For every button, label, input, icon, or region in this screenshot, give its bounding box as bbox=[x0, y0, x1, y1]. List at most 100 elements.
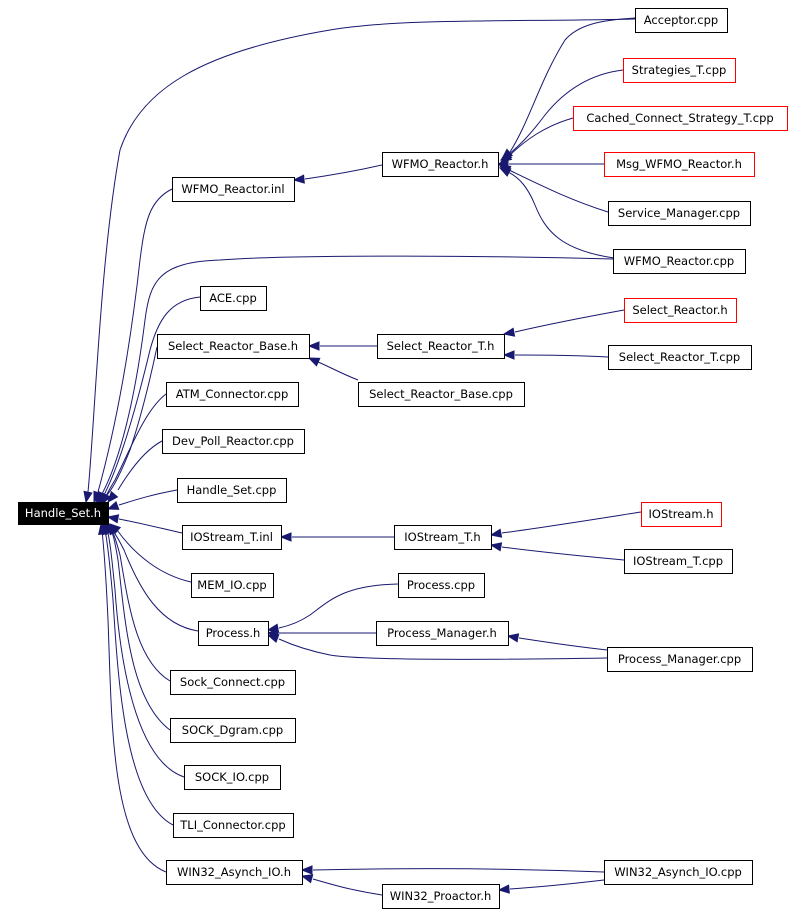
node-service-manager-cpp[interactable]: Service_Manager.cpp bbox=[608, 201, 751, 226]
edge-line bbox=[117, 440, 163, 491]
arrowhead-icon bbox=[107, 490, 119, 504]
node-strategies-t-cpp[interactable]: Strategies_T.cpp bbox=[623, 58, 736, 83]
node-select-reactor-h[interactable]: Select_Reactor.h bbox=[624, 298, 737, 323]
node-box bbox=[608, 345, 752, 370]
edge-line bbox=[118, 489, 178, 506]
node-process-cpp[interactable]: Process.cpp bbox=[398, 573, 485, 598]
edge-process_manager_cpp-to-process_h bbox=[266, 634, 608, 660]
node-ace-cpp[interactable]: ACE.cpp bbox=[200, 286, 267, 311]
node-acceptor-cpp[interactable]: Acceptor.cpp bbox=[635, 8, 728, 33]
node-cached-connect-strategy-t-cpp[interactable]: Cached_Connect_Strategy_T.cpp bbox=[573, 106, 788, 131]
node-box bbox=[398, 573, 485, 598]
edge-line bbox=[514, 309, 625, 333]
node-atm-connector-cpp[interactable]: ATM_Connector.cpp bbox=[166, 382, 299, 407]
node-iostream-h[interactable]: IOStream.h bbox=[641, 502, 722, 527]
node-box bbox=[173, 813, 294, 838]
node-box bbox=[162, 429, 305, 454]
node-wfmo-reactor-inl[interactable]: WFMO_Reactor.inl bbox=[172, 177, 295, 202]
node-sock-dgram-cpp[interactable]: SOCK_Dgram.cpp bbox=[170, 718, 296, 743]
nodes-layer: Handle_Set.hWFMO_Reactor.inlWFMO_Reactor… bbox=[18, 8, 788, 909]
edge-line bbox=[109, 527, 171, 731]
node-box bbox=[382, 884, 500, 909]
edge-line bbox=[501, 511, 642, 534]
edge-line bbox=[105, 393, 167, 497]
node-label: IOStream_T.cpp bbox=[633, 554, 723, 568]
node-dev-poll-reactor-cpp[interactable]: Dev_Poll_Reactor.cpp bbox=[162, 429, 305, 454]
node-label: Sock_Connect.cpp bbox=[180, 675, 285, 689]
node-box bbox=[613, 249, 746, 274]
node-select-reactor-t-h[interactable]: Select_Reactor_T.h bbox=[377, 334, 505, 359]
node-label: Select_Reactor_Base.cpp bbox=[369, 387, 513, 401]
node-label: IOStream_T.h bbox=[404, 530, 480, 544]
arrowhead-icon bbox=[498, 167, 512, 177]
node-select-reactor-t-cpp[interactable]: Select_Reactor_T.cpp bbox=[608, 345, 752, 370]
node-tli-connector-cpp[interactable]: TLI_Connector.cpp bbox=[173, 813, 294, 838]
node-sock-connect-cpp[interactable]: Sock_Connect.cpp bbox=[170, 670, 296, 695]
node-handle-set-h[interactable]: Handle_Set.h bbox=[18, 502, 109, 525]
arrowhead-icon bbox=[502, 350, 515, 360]
node-box bbox=[604, 152, 755, 177]
node-wfmo-reactor-h[interactable]: WFMO_Reactor.h bbox=[382, 152, 499, 177]
node-label: Strategies_T.cpp bbox=[632, 63, 727, 77]
node-select-reactor-base-cpp[interactable]: Select_Reactor_Base.cpp bbox=[358, 382, 525, 407]
node-iostream-t-h[interactable]: IOStream_T.h bbox=[394, 525, 492, 550]
edge-iostream_t_h-to-iostream_t_inl bbox=[279, 532, 394, 542]
node-label: Handle_Set.h bbox=[25, 506, 101, 520]
node-box bbox=[198, 621, 269, 646]
node-iostream-t-cpp[interactable]: IOStream_T.cpp bbox=[624, 549, 733, 574]
edge-msg_wfmo_reactor_h-to-wfmo_reactor_h bbox=[496, 159, 604, 169]
edge-process_manager_h-to-process_h bbox=[266, 628, 376, 638]
edge-acceptor_cpp-to-wfmo_reactor_h bbox=[500, 17, 636, 160]
edge-line bbox=[509, 879, 605, 890]
edge-win32_asynch_io_h-to-handle_set_h bbox=[98, 522, 167, 873]
node-process-h[interactable]: Process.h bbox=[198, 621, 269, 646]
edge-line bbox=[97, 188, 173, 493]
node-box bbox=[170, 718, 296, 743]
edge-line bbox=[101, 529, 167, 873]
edge-line bbox=[518, 637, 608, 651]
arrowhead-icon bbox=[497, 884, 510, 894]
arrowhead-icon bbox=[502, 327, 516, 337]
node-box bbox=[182, 525, 282, 550]
edge-select_reactor_t_h-to-select_reactor_base_h bbox=[307, 341, 377, 351]
node-iostream-t-inl[interactable]: IOStream_T.inl bbox=[182, 525, 282, 550]
node-sock-io-cpp[interactable]: SOCK_IO.cpp bbox=[184, 765, 281, 790]
node-wfmo-reactor-cpp[interactable]: WFMO_Reactor.cpp bbox=[613, 249, 746, 274]
edge-win32_proactor_h-to-win32_asynch_io_h bbox=[300, 874, 383, 896]
node-box bbox=[376, 621, 509, 646]
node-box bbox=[18, 502, 109, 525]
node-label: Process_Manager.cpp bbox=[618, 652, 741, 666]
node-label: Select_Reactor.h bbox=[632, 303, 727, 317]
node-label: Select_Reactor_Base.h bbox=[168, 339, 298, 353]
node-process-manager-h[interactable]: Process_Manager.h bbox=[376, 621, 509, 646]
node-box bbox=[382, 152, 499, 177]
node-label: WIN32_Proactor.h bbox=[390, 889, 492, 903]
node-win32-asynch-io-h[interactable]: WIN32_Asynch_IO.h bbox=[166, 860, 303, 885]
node-box bbox=[157, 334, 310, 359]
edge-line bbox=[304, 164, 383, 180]
node-select-reactor-base-h[interactable]: Select_Reactor_Base.h bbox=[157, 334, 310, 359]
node-label: WFMO_Reactor.cpp bbox=[624, 254, 734, 268]
node-box bbox=[377, 334, 505, 359]
node-msg-wfmo-reactor-h[interactable]: Msg_WFMO_Reactor.h bbox=[604, 152, 755, 177]
edge-line bbox=[509, 17, 636, 153]
node-label: Select_Reactor_T.cpp bbox=[619, 350, 740, 364]
node-label: WFMO_Reactor.inl bbox=[181, 182, 284, 196]
edge-wfmo_reactor_cpp-to-wfmo_reactor_h bbox=[498, 167, 615, 259]
node-box bbox=[177, 478, 287, 503]
arrowhead-icon bbox=[279, 532, 292, 542]
node-label: Service_Manager.cpp bbox=[618, 206, 740, 220]
node-handle-set-cpp[interactable]: Handle_Set.cpp bbox=[177, 478, 287, 503]
edge-acceptor_cpp-to-handle_set_h bbox=[83, 18, 636, 504]
node-win32-proactor-h[interactable]: WIN32_Proactor.h bbox=[382, 884, 500, 909]
edge-line bbox=[507, 171, 615, 259]
node-process-manager-cpp[interactable]: Process_Manager.cpp bbox=[607, 647, 753, 672]
edge-line bbox=[87, 18, 636, 493]
edge-line bbox=[101, 255, 614, 495]
node-box bbox=[394, 525, 492, 550]
edge-line bbox=[118, 518, 183, 534]
edge-line bbox=[312, 868, 605, 873]
node-mem-io-cpp[interactable]: MEM_IO.cpp bbox=[191, 573, 274, 598]
node-win32-asynch-io-cpp[interactable]: WIN32_Asynch_IO.cpp bbox=[604, 860, 753, 885]
